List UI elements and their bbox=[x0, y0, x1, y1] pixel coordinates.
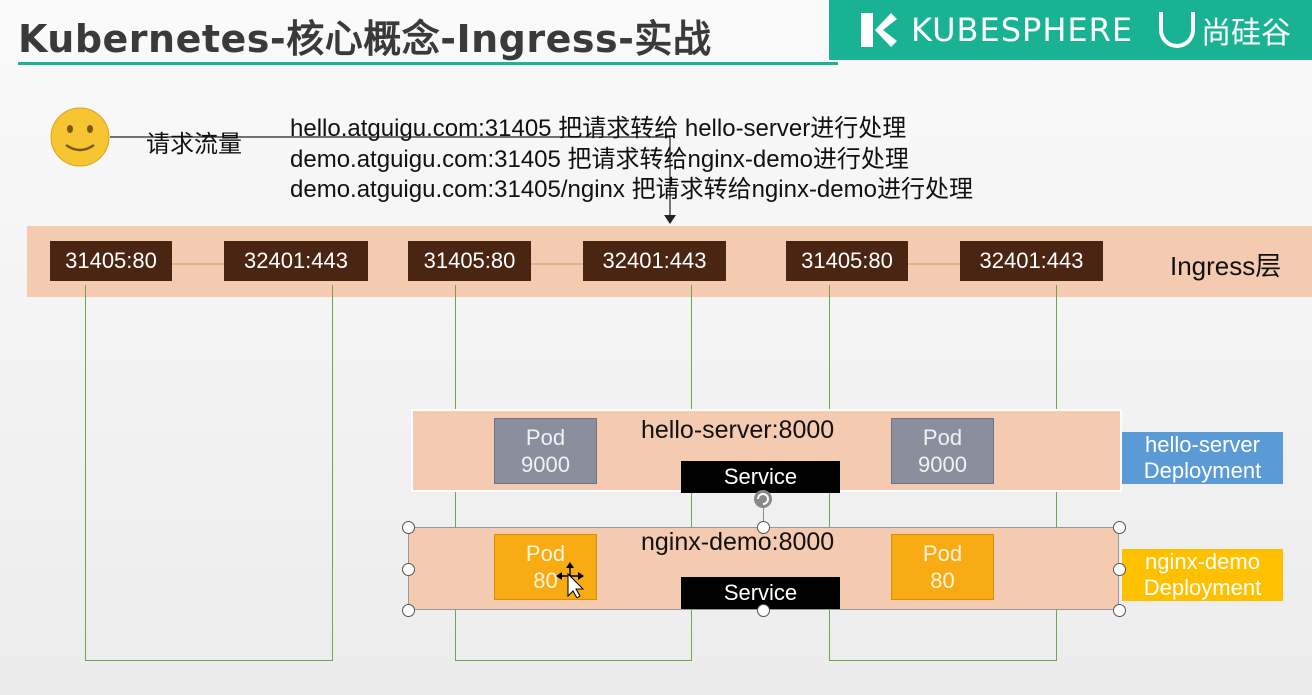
deployment-name: hello-server bbox=[1145, 432, 1260, 457]
deployment-kind: Deployment bbox=[1143, 575, 1262, 600]
pod-port: 80 bbox=[930, 568, 955, 593]
service-box[interactable]: Service bbox=[681, 577, 840, 609]
pod-box[interactable]: Pod 9000 bbox=[494, 418, 597, 484]
deployment-label-hello-server: hello-server Deployment bbox=[1122, 432, 1283, 484]
resize-handle[interactable] bbox=[757, 604, 770, 617]
resize-handle[interactable] bbox=[1113, 521, 1126, 534]
page-title: Kubernetes-核心概念-Ingress-实战 bbox=[18, 17, 712, 61]
pod-title: Pod bbox=[525, 541, 566, 566]
user-smiley-icon bbox=[50, 107, 110, 167]
service-name: nginx-demo:8000 bbox=[641, 528, 835, 556]
pod-title: Pod bbox=[922, 425, 963, 450]
routing-rule: hello.atguigu.com:31405 把请求转给 hello-serv… bbox=[290, 115, 907, 142]
brand-bar: KUBESPHERE 尚硅谷 bbox=[829, 0, 1312, 60]
rotate-handle-icon[interactable] bbox=[752, 488, 774, 510]
port-box: 31405:80 bbox=[786, 241, 908, 281]
service-box[interactable]: Service bbox=[681, 461, 840, 493]
partner-name: 尚硅谷 bbox=[1201, 16, 1292, 51]
kubesphere-logo-icon bbox=[861, 13, 897, 47]
traffic-label: 请求流量 bbox=[146, 131, 242, 158]
port-box: 32401:443 bbox=[960, 241, 1103, 281]
port-box: 31405:80 bbox=[408, 241, 531, 281]
pod-port: 9000 bbox=[918, 452, 967, 477]
port-box: 31405:80 bbox=[50, 241, 172, 281]
resize-handle[interactable] bbox=[757, 521, 770, 534]
title-underline bbox=[18, 62, 838, 65]
routing-rule: demo.atguigu.com:31405 把请求转给nginx-demo进行… bbox=[290, 146, 909, 173]
pod-title: Pod bbox=[922, 541, 963, 566]
deployment-name: nginx-demo bbox=[1145, 549, 1260, 574]
move-cursor-icon bbox=[556, 562, 585, 598]
pod-port: 80 bbox=[533, 568, 558, 593]
deployment-kind: Deployment bbox=[1143, 458, 1262, 483]
resize-handle[interactable] bbox=[402, 604, 415, 617]
node-column bbox=[85, 285, 333, 661]
port-box: 32401:443 bbox=[583, 241, 726, 281]
pod-title: Pod bbox=[525, 425, 566, 450]
resize-handle[interactable] bbox=[1113, 563, 1126, 576]
resize-handle[interactable] bbox=[402, 563, 415, 576]
partner-logo-icon bbox=[1159, 12, 1196, 48]
pod-box[interactable]: Pod 80 bbox=[891, 534, 994, 600]
port-box: 32401:443 bbox=[224, 241, 368, 281]
service-name: hello-server:8000 bbox=[641, 416, 835, 444]
pod-port: 9000 bbox=[521, 452, 570, 477]
deployment-label-nginx-demo: nginx-demo Deployment bbox=[1122, 549, 1283, 601]
routing-rule: demo.atguigu.com:31405/nginx 把请求转给nginx-… bbox=[290, 176, 973, 203]
resize-handle[interactable] bbox=[1113, 604, 1126, 617]
brand-name: KUBESPHERE bbox=[911, 11, 1134, 49]
ingress-layer-label: Ingress层 bbox=[1170, 251, 1282, 281]
rotate-handle-stem bbox=[763, 508, 764, 526]
resize-handle[interactable] bbox=[402, 521, 415, 534]
pod-box[interactable]: Pod 9000 bbox=[891, 418, 994, 484]
